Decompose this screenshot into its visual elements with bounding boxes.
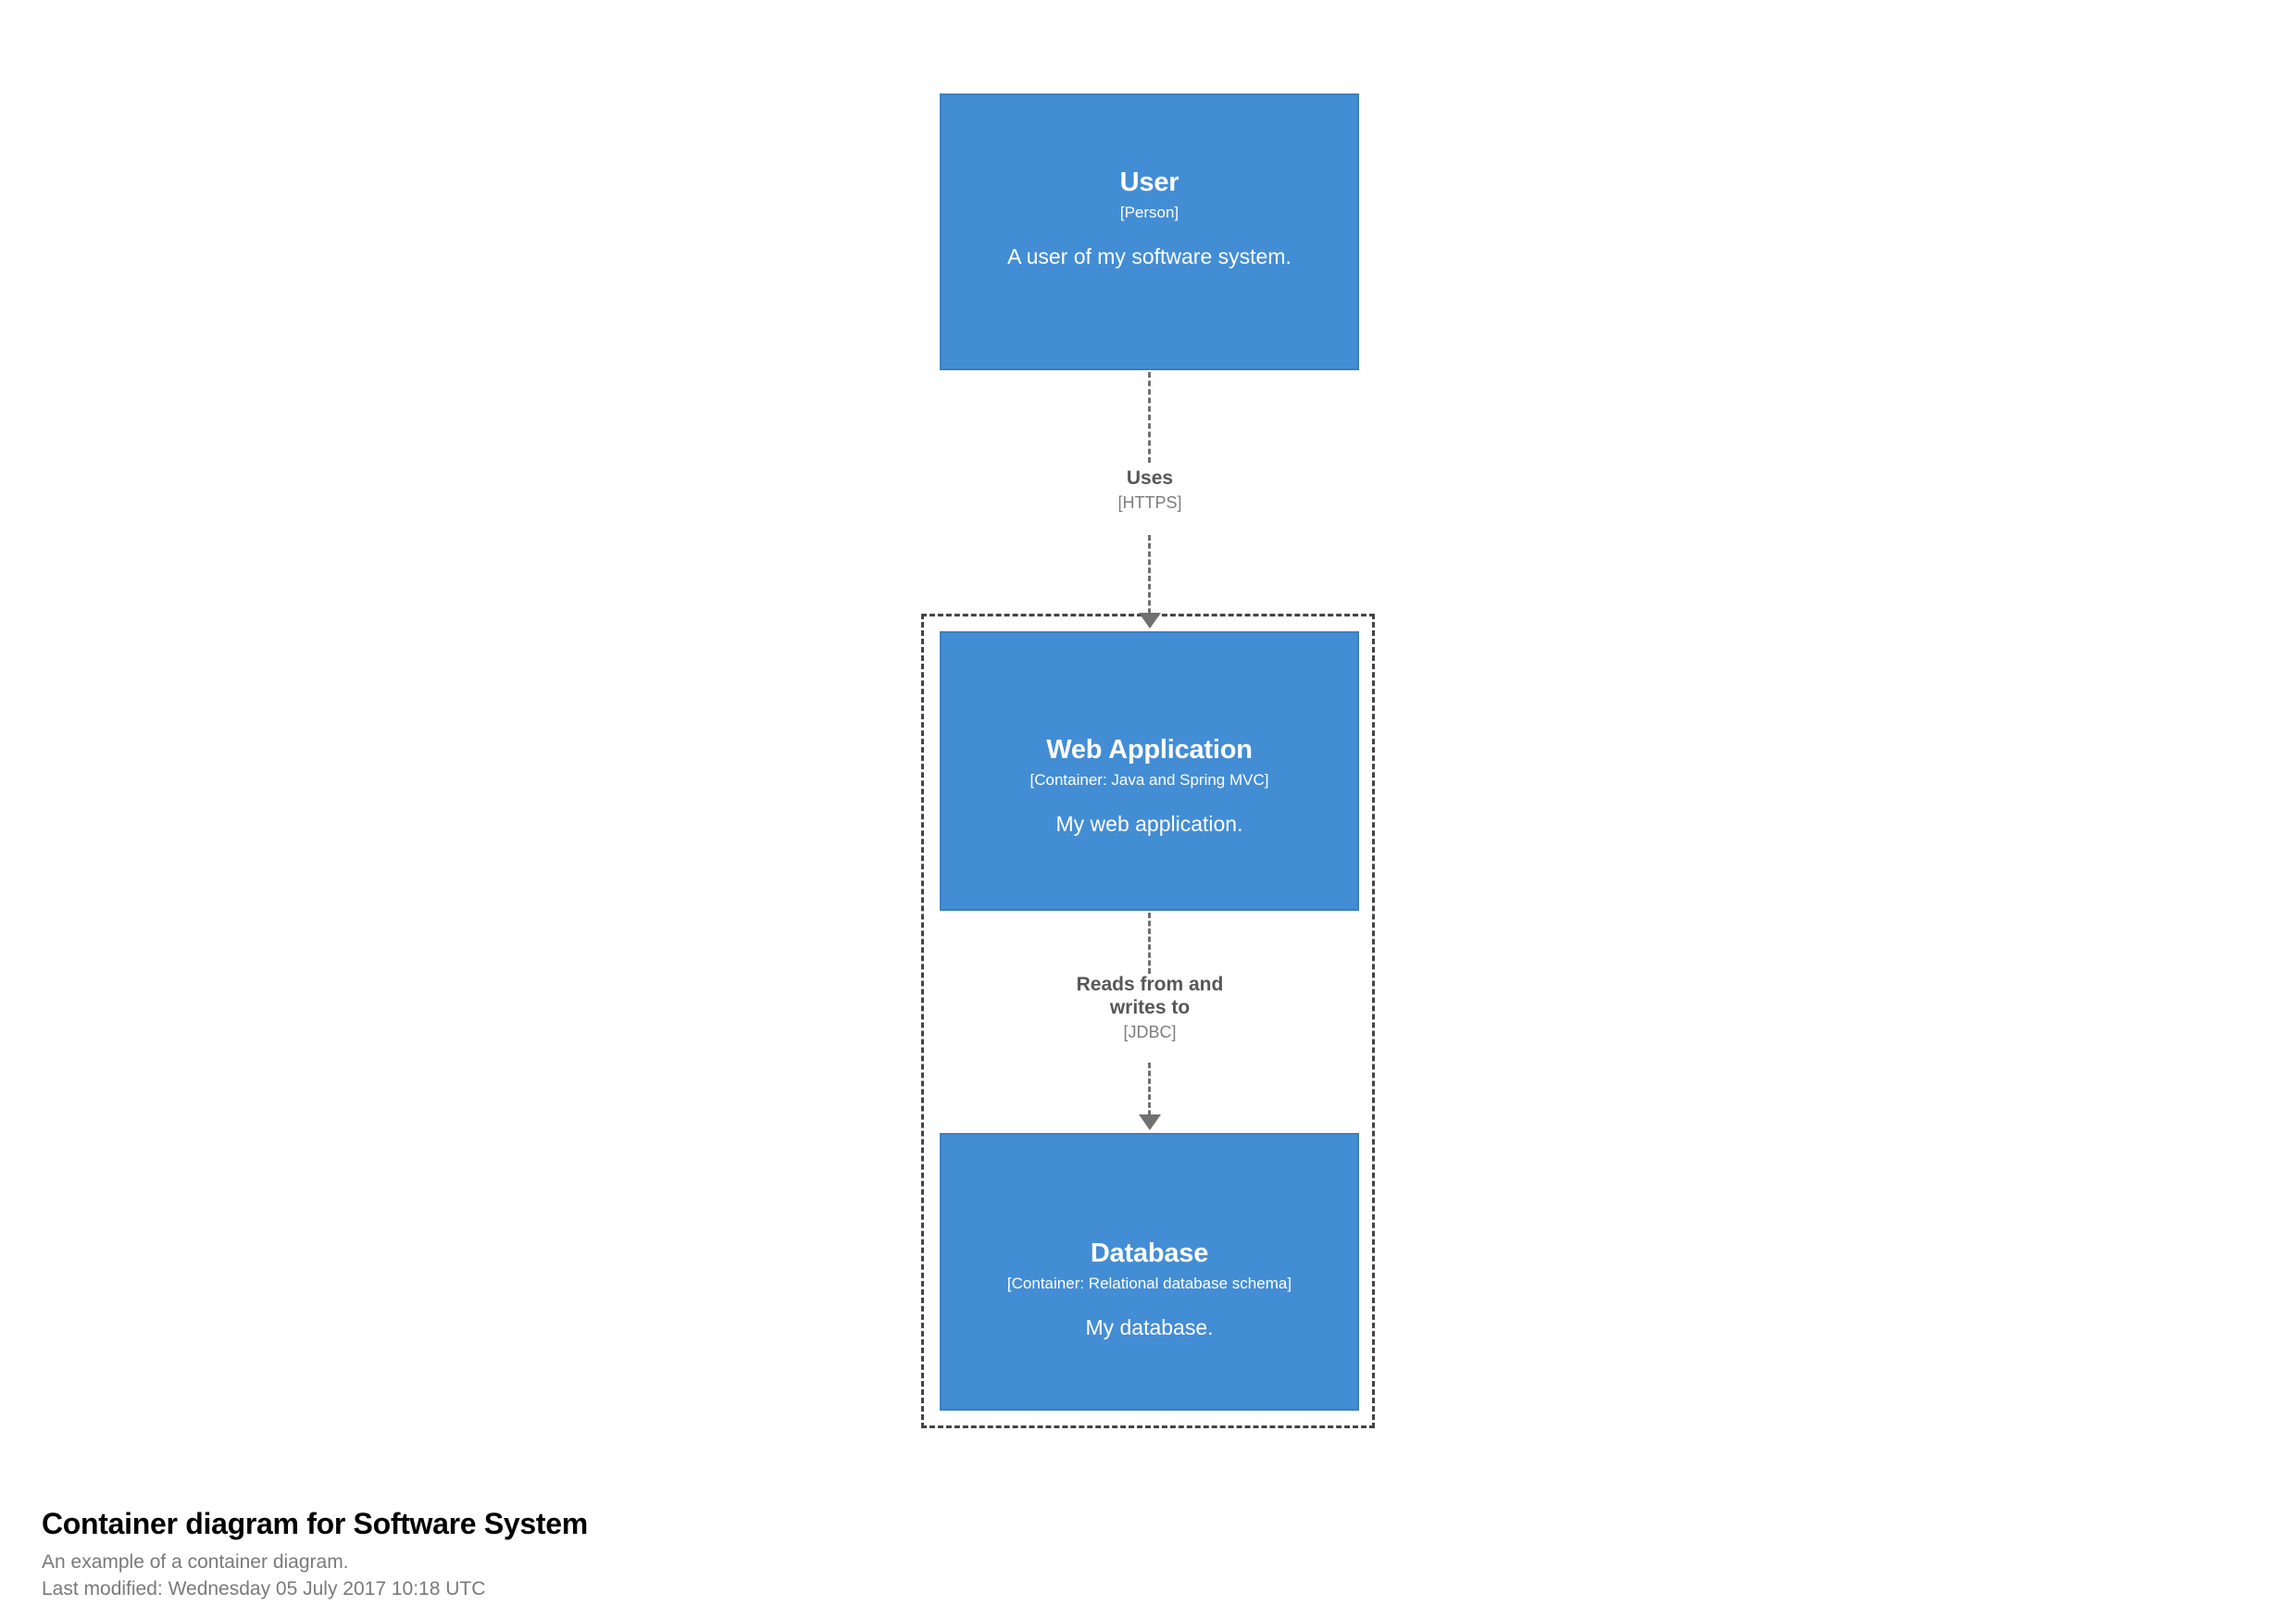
node-web-application[interactable]: Web Application [Container: Java and Spr… — [940, 631, 1359, 911]
relationship-description: Reads from and writes to — [1076, 974, 1224, 1018]
relationship-line-segment — [1148, 1063, 1151, 1124]
node-database-name: Database — [1090, 1238, 1209, 1268]
node-user-description: A user of my software system. — [1007, 243, 1292, 268]
relationship-technology: [JDBC] — [1123, 1022, 1177, 1041]
relationship-line-segment — [1148, 535, 1151, 622]
relationship-description: Uses — [1126, 467, 1174, 489]
node-database-type: [Container: Relational database schema] — [1006, 1275, 1292, 1293]
relationship-line-segment — [1148, 372, 1151, 463]
diagram-caption: Container diagram for Software System An… — [42, 1506, 1338, 1602]
arrow-head-down-icon — [1139, 1114, 1161, 1130]
node-user-name: User — [1119, 168, 1179, 197]
relationship-label-reads-writes: Reads from and writes to [JDBC] — [1011, 974, 1289, 1042]
node-database-description: My database. — [1085, 1314, 1214, 1339]
diagram-subtitle: An example of a container diagram. — [42, 1551, 349, 1574]
node-web-application-type: [Container: Java and Spring MVC] — [1029, 771, 1269, 790]
node-web-application-description: My web application. — [1055, 811, 1243, 836]
relationship-label-uses: Uses [HTTPS] — [1011, 467, 1289, 513]
node-user-type: [Person] — [1119, 204, 1179, 222]
diagram-last-modified: Last modified: Wednesday 05 July 2017 10… — [42, 1578, 486, 1600]
node-database[interactable]: Database [Container: Relational database… — [940, 1133, 1359, 1411]
relationship-technology: [HTTPS] — [1117, 492, 1182, 512]
node-web-application-name: Web Application — [1046, 735, 1253, 765]
relationship-line-segment — [1148, 913, 1151, 974]
diagram-title: Container diagram for Software System — [42, 1507, 588, 1540]
node-user[interactable]: User [Person] A user of my software syst… — [940, 93, 1359, 370]
arrow-head-down-icon — [1139, 613, 1161, 629]
